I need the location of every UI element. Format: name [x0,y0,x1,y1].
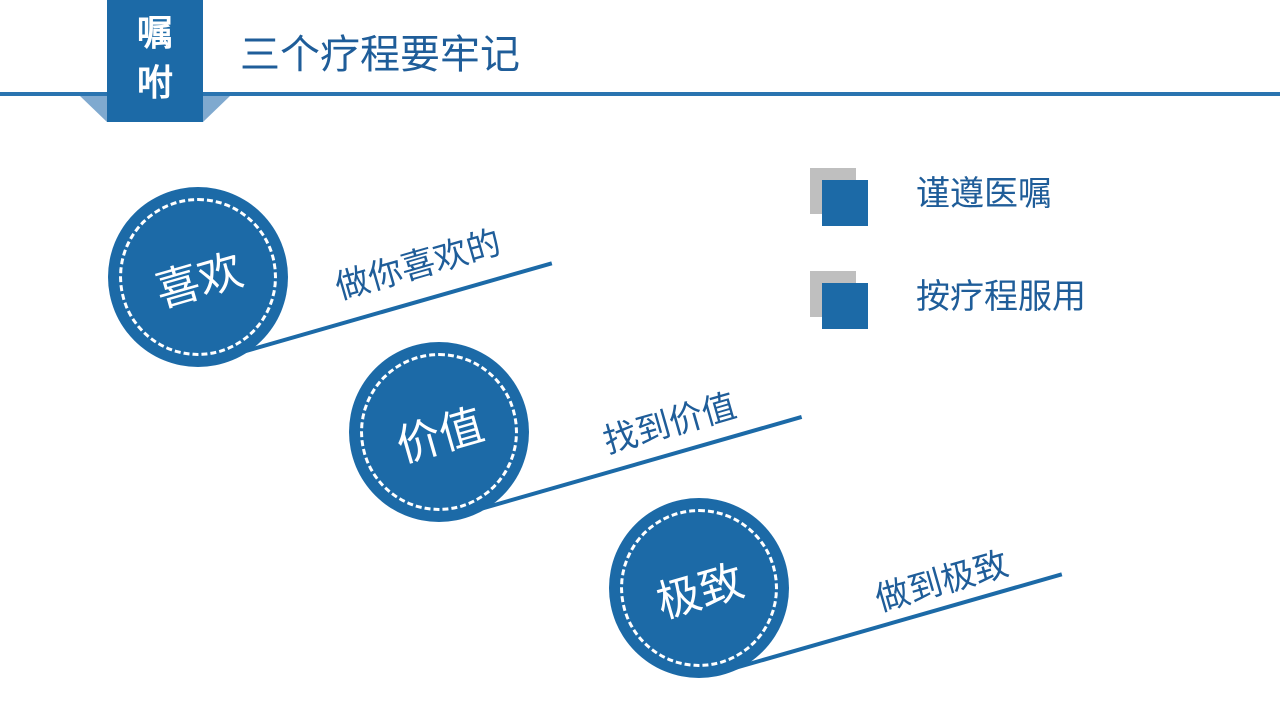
dashed-ring [360,353,518,511]
step-circle-label: 价值 [390,399,490,473]
header-rule [0,92,1280,96]
step-circle-label: 极致 [650,555,750,629]
step-circle: 价值 [349,342,529,522]
dashed-ring [119,198,277,356]
step-circle-label: 喜欢 [149,244,249,318]
tab-fold-right [203,96,230,122]
bullet-square [822,180,868,226]
dashed-ring [620,509,778,667]
tab-char-2: 咐 [136,63,173,104]
bullet-square [822,283,868,329]
reminder-label: 谨遵医嘱 [916,174,1052,214]
step-circle: 喜欢 [108,187,288,367]
page-title: 三个疗程要牢记 [240,32,520,78]
step-circle: 极致 [609,498,789,678]
step-caption: 做你喜欢的 [330,222,506,308]
reminder-item: 按疗程服用 [810,271,1210,331]
reminder-item: 谨遵医嘱 [810,168,1210,228]
tab-char-1: 嘱 [136,13,173,54]
step-caption: 找到价值 [598,386,741,462]
tab-fold-left [80,96,107,122]
reminder-label: 按疗程服用 [916,277,1086,317]
header-tab: 嘱 咐 [107,0,203,122]
